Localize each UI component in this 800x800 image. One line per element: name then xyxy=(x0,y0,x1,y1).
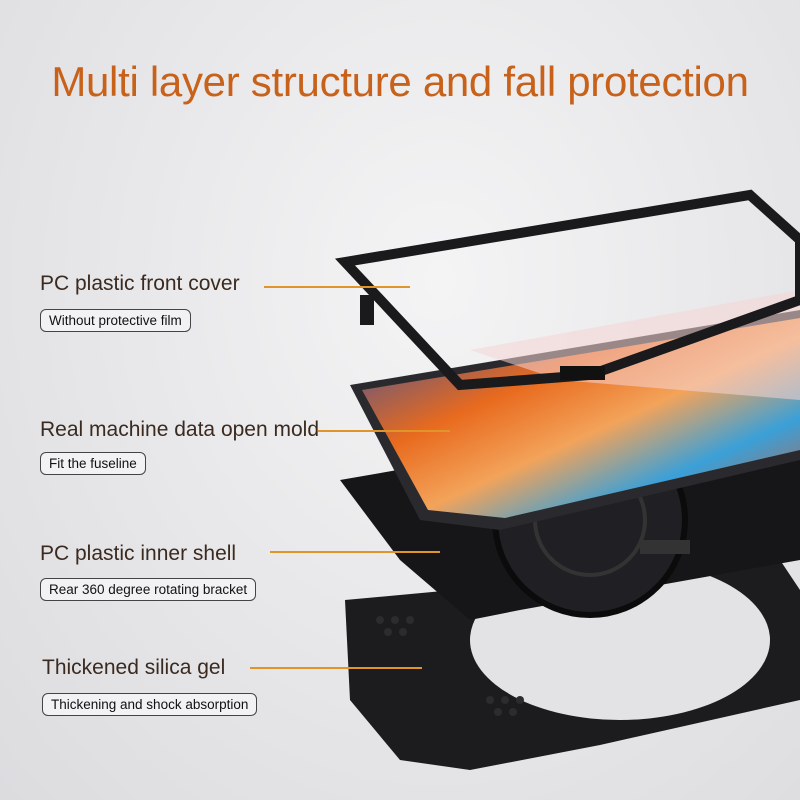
layer-tag-silica-gel: Thickening and shock absorption xyxy=(42,693,258,716)
layer-tag-inner-shell: Rear 360 degree rotating bracket xyxy=(40,578,257,601)
leader-line-front-cover xyxy=(264,286,410,288)
leader-line-open-mold xyxy=(318,430,450,432)
layer-label-silica-gel: Thickened silica gel xyxy=(42,656,226,679)
leader-line-inner-shell xyxy=(270,551,440,553)
layer-tag-front-cover: Without protective film xyxy=(40,309,191,332)
layer-label-inner-shell: PC plastic inner shell xyxy=(40,542,237,565)
page-title: Multi layer structure and fall protectio… xyxy=(51,58,749,105)
layer-label-front-cover: PC plastic front cover xyxy=(40,272,240,295)
layer-tag-open-mold: Fit the fuseline xyxy=(40,452,146,475)
layer-label-open-mold: Real machine data open mold xyxy=(40,418,320,441)
leader-line-silica-gel xyxy=(250,667,422,669)
